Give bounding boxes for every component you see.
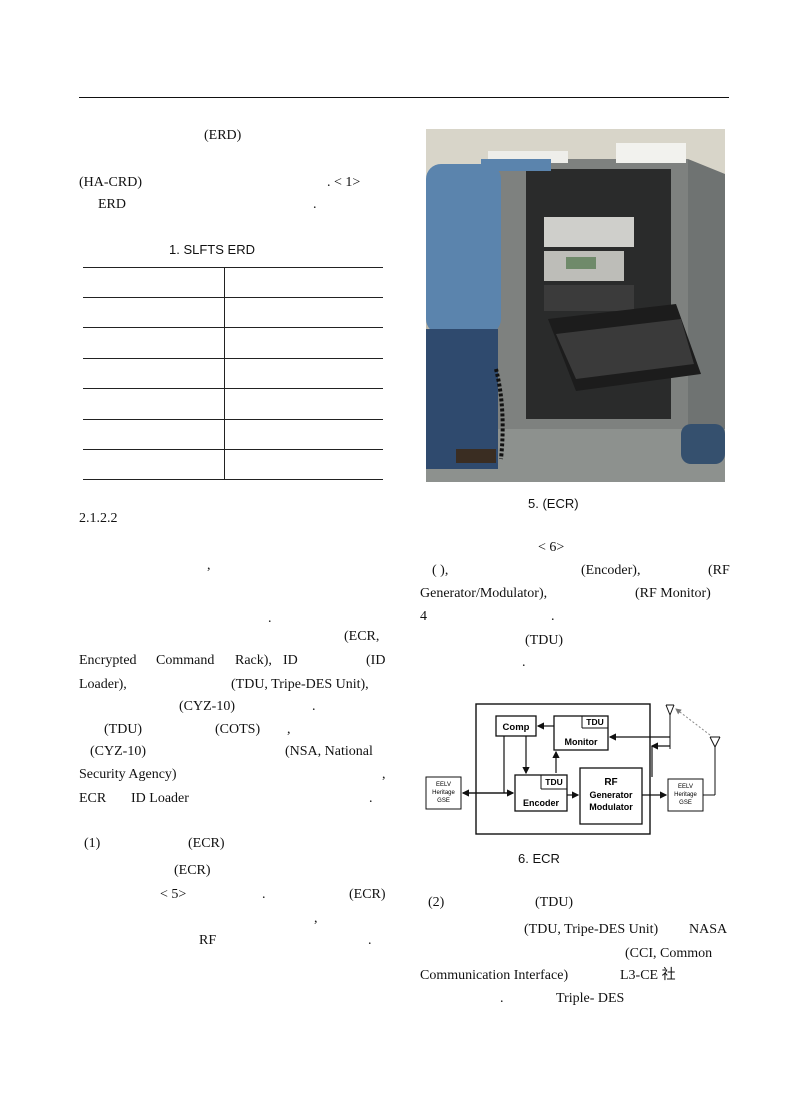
table-rule [83, 419, 383, 420]
text-cyz10-2: (CYZ-10) [90, 744, 146, 759]
text-comma: , [207, 558, 211, 573]
text-nasa: NASA [689, 922, 728, 937]
antenna-icon [665, 704, 675, 749]
text-encrypted: Encrypted [79, 653, 137, 668]
subsection-title: (ECR) [188, 836, 225, 851]
text-tdu-unit: (TDU, Tripe-DES Unit) [524, 922, 659, 937]
text-id: ID [283, 653, 298, 668]
text-cyz10: (CYZ-10) [179, 699, 235, 714]
text-erd-2: ERD [98, 197, 126, 212]
rack-outline [475, 703, 651, 835]
text-ecr: (ECR, [344, 629, 380, 644]
text-table-ref: . < 1> [327, 175, 361, 190]
table-rule [83, 358, 383, 359]
ecr-block-diagram: Comp TDU Monitor TDU Encoder RF Generato… [424, 697, 730, 837]
table-rule [83, 388, 383, 389]
diagram-svg: Comp TDU Monitor TDU Encoder RF Generato… [425, 703, 721, 835]
text-tdu-unit: (TDU, Tripe-DES Unit), [231, 677, 369, 692]
eelv-right-1: EELV [678, 784, 693, 790]
subsection-title: (TDU) [535, 895, 574, 910]
text-ecr-ref: (ECR) [174, 863, 211, 878]
text-security-agency: Security Agency) [79, 767, 177, 782]
text-paren: ( ), [432, 563, 449, 578]
text-comma: , [314, 911, 318, 926]
text-comma: , [287, 722, 291, 737]
text-period: . [369, 791, 373, 806]
text-period: . [500, 991, 504, 1006]
text-erd: (ERD) [204, 128, 242, 143]
eelv-left-3: GSE [437, 798, 450, 804]
text-comma: , [382, 767, 386, 782]
photo-illustration [426, 129, 725, 482]
tdu-monitor-label-2: Monitor [565, 737, 598, 747]
tdu-encoder-label-2: Encoder [523, 798, 560, 808]
section-heading: 2.1.2.2 [79, 511, 118, 526]
tdu-monitor-label-1: TDU [586, 717, 603, 727]
text-rf: RF [199, 933, 217, 948]
text-loader: Loader), [79, 677, 127, 692]
rf-label-3: Modulator [589, 802, 633, 812]
text-nsa: (NSA, National [285, 744, 373, 759]
text-rf-monitor: (RF Monitor) [635, 586, 711, 601]
subsection-number: (2) [428, 895, 445, 910]
text-four: 4 [420, 609, 427, 624]
text-ecr-short: ECR [79, 791, 107, 806]
table-rule [83, 479, 383, 480]
text-cci: (CCI, Common [625, 946, 713, 961]
text-communication-interface: Communication Interface) [420, 968, 569, 983]
table-rule [83, 267, 383, 268]
tdu-monitor-box [553, 715, 609, 751]
text-period: . [368, 933, 372, 948]
text-tdu: (TDU) [525, 633, 564, 648]
comp-box [495, 715, 537, 737]
tdu-encoder-label-1: TDU [545, 777, 562, 787]
table-rule [83, 449, 383, 450]
table-caption: 1. SLFTS ERD [169, 242, 255, 257]
text-id-loader: ID Loader [131, 791, 189, 806]
antenna-icon [703, 736, 721, 796]
text-fig-ref: < 5> [160, 887, 187, 902]
ecr-rack-photo [426, 129, 725, 482]
eelv-gse-left-box [425, 776, 462, 810]
text-fig6-ref: < 6> [538, 540, 565, 555]
text-period: . [522, 655, 526, 670]
eelv-gse-right-box [667, 778, 704, 812]
eelv-left-1: EELV [436, 782, 451, 788]
text-period: . [551, 609, 555, 624]
text-cots: (COTS) [215, 722, 261, 737]
rf-label-2: Generator [589, 790, 633, 800]
table-rule [83, 327, 383, 328]
text-period: . [268, 611, 272, 626]
text-period: . [313, 197, 317, 212]
text-ecr-ref-2: (ECR) [349, 887, 386, 902]
text-tdu: (TDU) [104, 722, 143, 737]
text-command: Command [156, 653, 215, 668]
eelv-right-3: GSE [679, 800, 692, 806]
eelv-left-2: Heritage [432, 790, 455, 796]
text-ha-crd: (HA-CRD) [79, 175, 142, 190]
text-period: . [312, 699, 316, 714]
text-id-paren: (ID [366, 653, 386, 668]
eelv-right-2: Heritage [674, 792, 697, 798]
rf-generator-box [579, 767, 643, 825]
rf-label-1: RF [604, 777, 617, 788]
text-rf-paren: (RF [708, 563, 730, 578]
subsection-number: (1) [84, 836, 101, 851]
figure5-caption: 5. (ECR) [528, 496, 579, 511]
text-generator-modulator: Generator/Modulator), [420, 586, 548, 601]
text-triple-des: Triple- DES [556, 991, 625, 1006]
text-rack: Rack), [235, 653, 272, 668]
text-encoder: (Encoder), [581, 563, 641, 578]
comp-label: Comp [503, 722, 530, 733]
text-period: . [262, 887, 266, 902]
table-column-divider [224, 268, 225, 480]
figure6-caption: 6. ECR [518, 851, 560, 866]
table-rule [83, 297, 383, 298]
text-l3-ce: L3-CE 社 [620, 968, 676, 983]
header-rule [79, 97, 729, 98]
